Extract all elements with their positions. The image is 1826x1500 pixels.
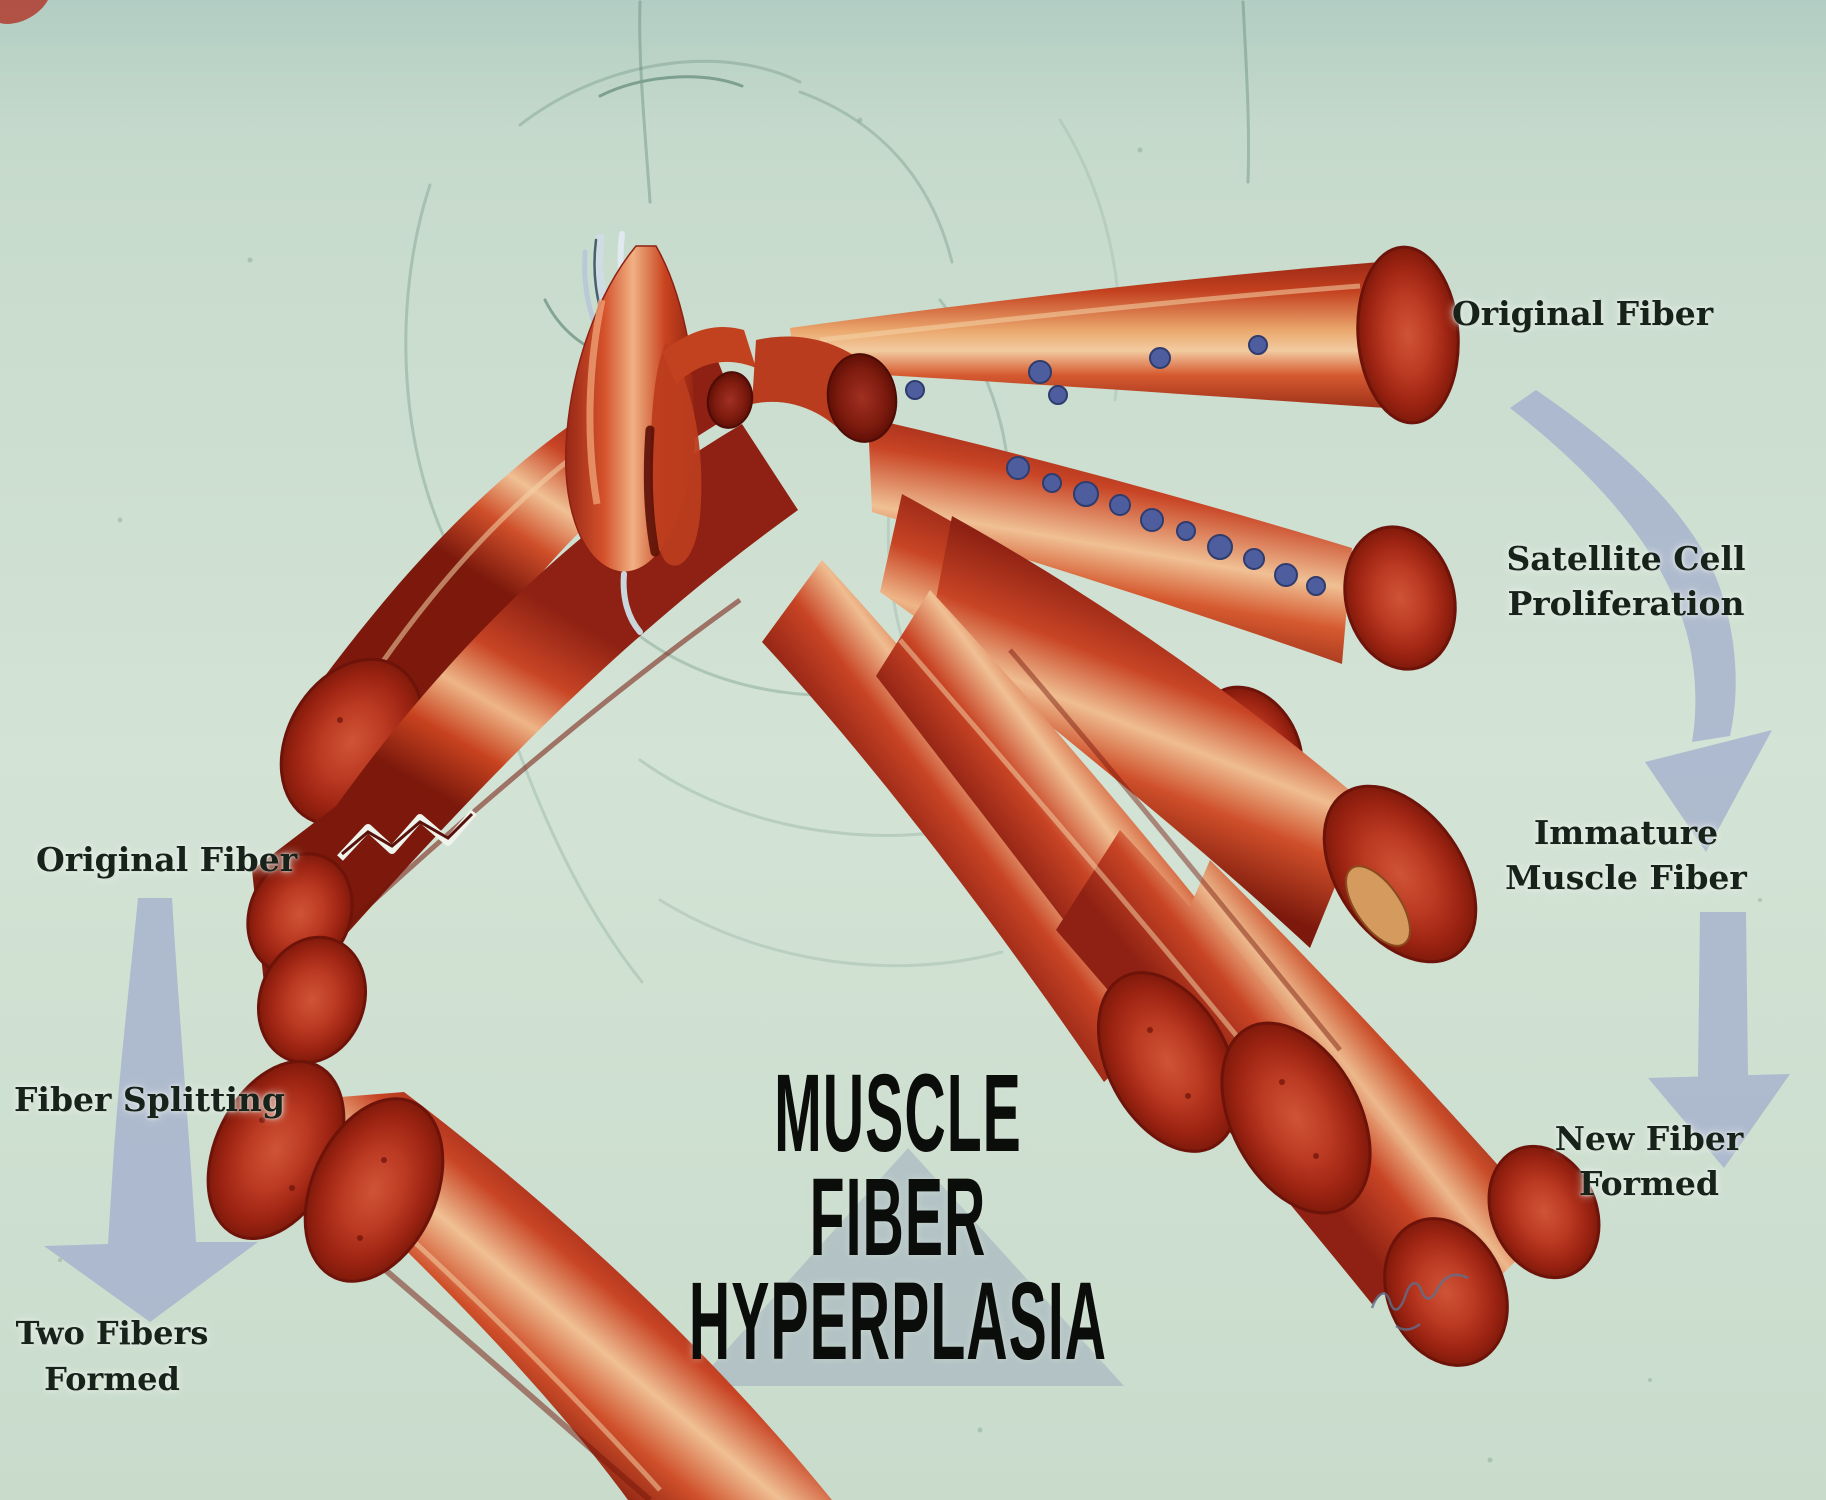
muscle-origin-illustration (564, 231, 702, 635)
flow-arrows (44, 390, 1790, 1322)
satellite-proliferation-fiber-illustration (868, 418, 1457, 671)
label-new-fiber-formed: New Fiber Formed (1524, 1116, 1774, 1206)
new-fiber-cluster-illustration (762, 560, 1601, 1367)
label-text: New Fiber (1554, 1119, 1744, 1158)
label-immature-muscle-fiber: Immature Muscle Fiber (1488, 810, 1764, 900)
corner-smudge (0, 0, 48, 24)
fiber-crack (337, 809, 478, 861)
two-fibers-cluster-illustration (206, 1060, 832, 1500)
artist-signature (1370, 1273, 1469, 1331)
label-text: Formed (44, 1360, 180, 1398)
title-line: MUSCLE (774, 1052, 1022, 1175)
title-background-triangle (694, 1148, 1124, 1386)
label-text: Two Fibers (15, 1314, 209, 1352)
title-line: FIBER (809, 1156, 987, 1279)
satellite-cells-sparse (905, 335, 1268, 405)
title-line: HYPERPLASIA (688, 1260, 1108, 1383)
immature-fiber-core (1345, 865, 1411, 947)
label-original-fiber-right: Original Fiber (1452, 294, 1713, 333)
label-text: Fiber Splitting (14, 1080, 285, 1119)
original-fiber-top-illustration (790, 245, 1460, 425)
label-text: Immature (1533, 813, 1719, 852)
splitting-fiber-illustration (246, 424, 798, 1065)
label-two-fibers-formed: Two Fibers Formed (8, 1310, 216, 1402)
immature-fiber-illustration (930, 516, 1478, 964)
fiber-loop-knot (662, 326, 898, 443)
label-text: Proliferation (1507, 584, 1745, 623)
label-text: Muscle Fiber (1505, 858, 1747, 897)
poster-title: MUSCLE FIBER HYPERPLASIA (664, 1052, 1132, 1383)
label-text: Satellite Cell (1506, 539, 1746, 578)
label-text: Formed (1578, 1164, 1719, 1203)
label-text: Original Fiber (36, 840, 298, 879)
flow-arrow-right-curved (1510, 390, 1772, 852)
label-fiber-splitting: Fiber Splitting (14, 1080, 285, 1119)
label-satellite-cell-proliferation: Satellite Cell Proliferation (1488, 536, 1764, 626)
label-original-fiber-left: Original Fiber (36, 840, 297, 879)
label-text: Original Fiber (1452, 294, 1714, 333)
flow-arrow-left (44, 898, 258, 1322)
flow-arrow-right-straight (1648, 912, 1790, 1168)
satellite-cells-chain (1006, 456, 1326, 596)
